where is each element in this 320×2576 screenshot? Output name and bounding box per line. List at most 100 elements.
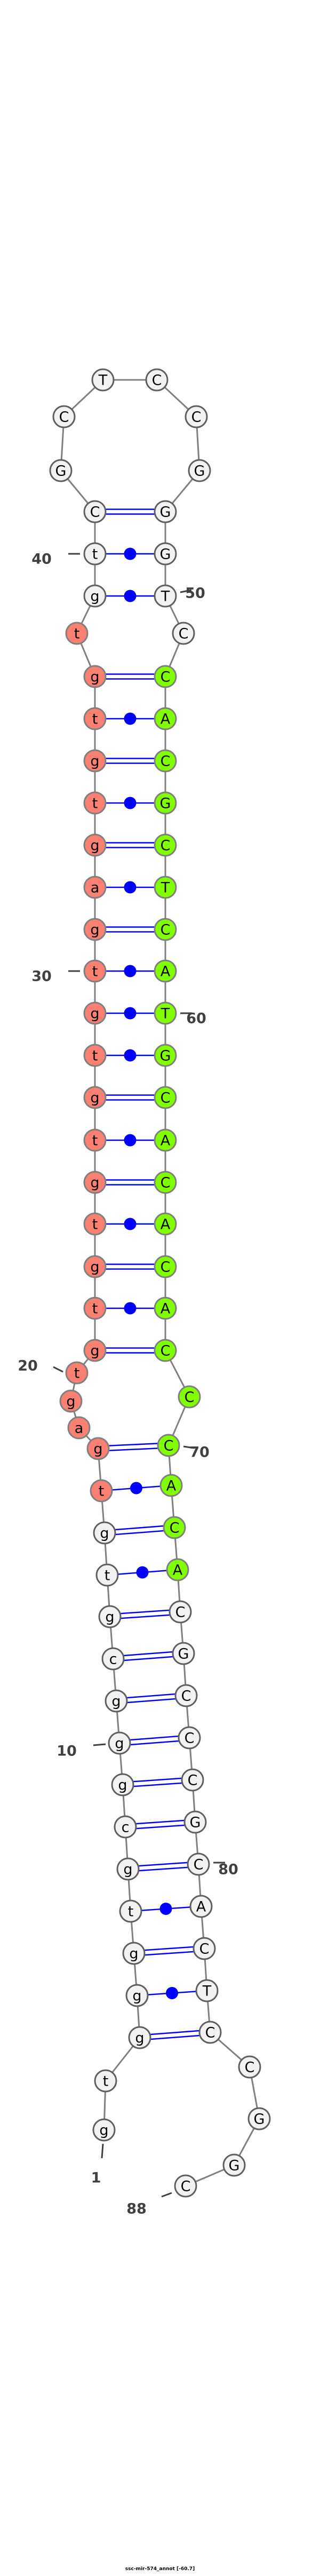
nucleotide-23: g <box>83 1255 107 1278</box>
nucleotide-letter: t <box>92 1301 98 1317</box>
base-pair-gc <box>126 1693 176 1704</box>
nucleotide-65: A <box>154 1212 177 1236</box>
nucleotide-circle <box>187 1853 210 1876</box>
nucleotide-letter: t <box>103 2073 109 2090</box>
nucleotide-circle <box>92 2118 116 2142</box>
nucleotide-letter: C <box>161 1343 171 1359</box>
nucleotide-59: A <box>154 959 177 983</box>
pair-bond <box>130 1740 179 1746</box>
pair-bond <box>133 1777 182 1783</box>
structure-title: ssc-mir-574_annot [-60.7] <box>125 2566 195 2572</box>
nucleotide-letter: C <box>185 1389 195 1406</box>
nucleotide-83: T <box>195 1979 219 2002</box>
nucleotide-letter: A <box>161 1217 171 1233</box>
nucleotide-circle <box>83 500 107 523</box>
position-label: 60 <box>186 1011 206 1027</box>
base-pair-gc <box>106 508 155 515</box>
nucleotide-34: t <box>83 791 107 815</box>
nucleotide-circle <box>91 368 115 392</box>
nucleotide-4: g <box>125 1984 149 2007</box>
nucleotide-letter: C <box>185 1730 195 1747</box>
nucleotide-circle <box>154 876 177 899</box>
nucleotide-75: G <box>172 1642 195 1665</box>
nucleotide-11: g <box>105 1689 128 1713</box>
nucleotide-86: G <box>247 2107 271 2130</box>
nucleotide-circle <box>193 1937 216 1960</box>
nucleotide-circle <box>247 2107 271 2130</box>
nucleotide-letter: t <box>92 1217 98 1233</box>
nucleotide-letter: G <box>160 504 171 521</box>
nucleotide-15: g <box>93 1521 116 1545</box>
position-tick <box>180 589 192 593</box>
position-label: 1 <box>91 2170 101 2187</box>
nucleotide-letter: C <box>191 409 202 426</box>
nucleotide-circle <box>83 833 107 857</box>
nucleotide-64: C <box>154 1171 177 1194</box>
nucleotide-letter: C <box>161 669 171 686</box>
pair-dot <box>136 1566 149 1579</box>
nucleotide-letter: G <box>160 796 171 812</box>
nucleotide-letter: g <box>115 1736 124 1752</box>
base-pair-gc <box>106 758 155 764</box>
nucleotide-46: C <box>185 405 208 428</box>
position-label: 50 <box>185 585 205 602</box>
nucleotide-letter: g <box>90 589 99 605</box>
position-tick <box>93 1743 106 1746</box>
nucleotide-circle <box>93 1521 116 1545</box>
pair-bond <box>123 1651 173 1657</box>
nucleotide-letter: g <box>129 1946 138 1962</box>
nucleotide-letter: C <box>175 1604 186 1621</box>
nucleotide-letter: g <box>66 1394 75 1410</box>
nucleotide-56: C <box>154 833 177 857</box>
nucleotide-circle <box>122 1942 146 1965</box>
pair-bond <box>135 1819 185 1825</box>
nucleotide-circle <box>83 1297 107 1320</box>
nucleotide-40: t <box>83 542 107 566</box>
nucleotide-circle <box>154 749 177 773</box>
nucleotide-letter: g <box>90 1343 99 1359</box>
nucleotide-letter: t <box>92 711 98 728</box>
nucleotide-letter: A <box>161 1133 171 1149</box>
position-tick <box>53 1366 63 1373</box>
nucleotide-circle <box>83 542 107 566</box>
nucleotide-letter: g <box>93 1441 102 1458</box>
nucleotide-circle <box>94 2069 117 2093</box>
nucleotide-61: G <box>154 1044 177 1067</box>
base-pair-gc <box>106 1347 155 1354</box>
base-pair-gc <box>106 673 155 680</box>
nucleotide-circle <box>174 1684 198 1707</box>
nucleotide-circle <box>83 1339 107 1362</box>
base-pair-wobble <box>117 1566 167 1579</box>
backbone <box>60 379 260 2187</box>
nucleotide-58: C <box>154 918 177 941</box>
nucleotide-21: g <box>83 1339 107 1362</box>
nucleotide-circle <box>83 665 107 688</box>
base-pair-wobble <box>106 881 155 894</box>
nucleotide-letter: g <box>90 1259 99 1276</box>
nucleotide-letter: g <box>90 753 99 770</box>
base-pair-wobble <box>141 1903 191 1915</box>
nucleotide-letter: G <box>229 2158 240 2174</box>
base-pair-gc <box>106 1179 155 1186</box>
pair-dot <box>124 712 137 725</box>
nucleotide-letter: g <box>135 2030 144 2047</box>
nucleotide-letter: g <box>90 669 99 686</box>
nucleotide-circle <box>154 1128 177 1152</box>
nucleotide-letter: A <box>196 1899 206 1915</box>
nucleotide-circle <box>119 1899 142 1923</box>
pair-bond <box>150 2030 199 2036</box>
pair-dot <box>124 1007 137 1020</box>
nucleotide-circle <box>154 1086 177 1109</box>
nucleotide-circle <box>145 368 169 392</box>
nucleotide-letter: G <box>160 1048 171 1064</box>
nucleotide-29: g <box>83 1001 107 1025</box>
nucleotide-letter: C <box>90 504 100 521</box>
nucleotide-73: A <box>166 1558 189 1581</box>
nucleotide-letter: C <box>164 1438 174 1454</box>
nucleotide-circle <box>128 2026 151 2049</box>
base-pair-gc <box>106 1263 155 1270</box>
nucleotide-63: A <box>154 1128 177 1152</box>
nucleotide-74: C <box>169 1600 192 1624</box>
nucleotide-letter: G <box>178 1646 189 1663</box>
base-pair-gc <box>123 1651 173 1661</box>
